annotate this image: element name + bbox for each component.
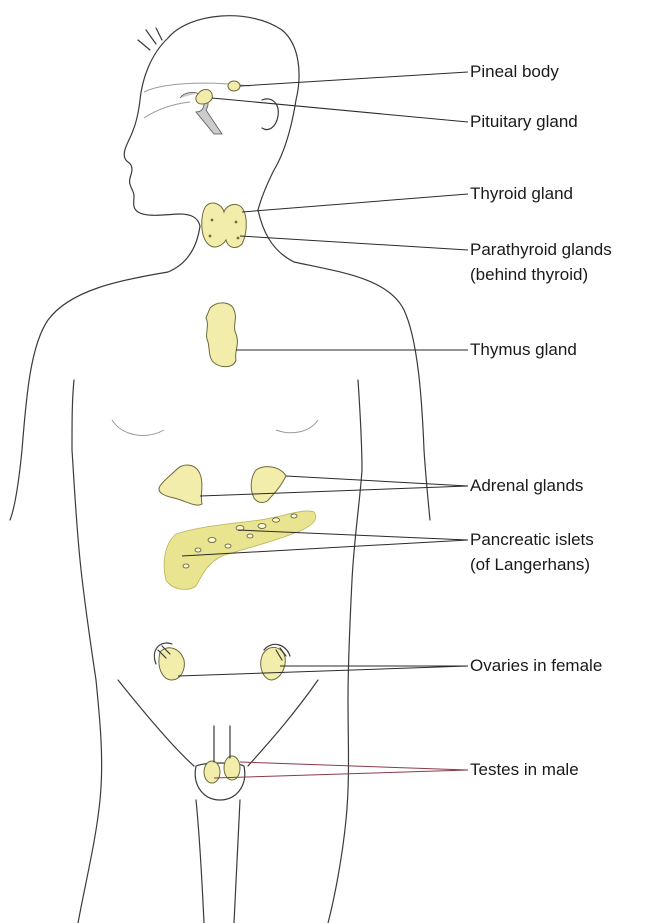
- pineal-body: [228, 81, 240, 91]
- pelvic-line-right: [248, 680, 318, 766]
- right-inner-arm: [358, 380, 362, 470]
- label-thymus-gland: Thymus gland: [470, 339, 577, 361]
- parathyroid-dot: [209, 235, 212, 238]
- left-torso: [72, 450, 102, 923]
- testes-leader-bottom: [214, 770, 468, 778]
- leg-inner-right: [234, 800, 240, 923]
- label-pineal-body: Pineal body: [470, 61, 559, 83]
- parathyroid-dot: [211, 219, 214, 222]
- left-inner-arm: [72, 380, 74, 450]
- label-thyroid-gland: Thyroid gland: [470, 183, 573, 205]
- chest-contour-right: [276, 420, 318, 433]
- leg-inner-left: [196, 800, 204, 923]
- label-parathyroid-glands: Parathyroid glands: [470, 239, 612, 261]
- adrenal-leader-right: [286, 476, 468, 486]
- adrenal-gland-left: [159, 465, 202, 505]
- left-shoulder-arm: [10, 272, 168, 520]
- parathyroid-dot: [235, 221, 238, 224]
- neck-right: [258, 210, 294, 262]
- pancreatic-islet: [273, 518, 280, 522]
- pancreatic-islet: [195, 548, 201, 552]
- thyroid-gland: [202, 203, 247, 247]
- pancreatic-islet: [247, 534, 253, 538]
- pancreatic-islet: [183, 564, 189, 568]
- hair-strands: [138, 28, 162, 50]
- neck-left: [168, 226, 200, 272]
- pancreatic-islet: [291, 514, 297, 518]
- testes-leader-top: [240, 762, 468, 770]
- label-adrenal-glands: Adrenal glands: [470, 475, 583, 497]
- label-testes: Testes in male: [470, 759, 579, 781]
- label-ovaries: Ovaries in female: [470, 655, 602, 677]
- parathyroid-dot: [237, 237, 240, 240]
- right-torso: [328, 470, 362, 923]
- pelvic-line-left: [118, 680, 194, 766]
- pancreatic-islet: [208, 538, 216, 543]
- label-langerhans-note: (of Langerhans): [470, 554, 590, 576]
- label-pancreatic-islets: Pancreatic islets: [470, 529, 594, 551]
- testis-right: [224, 756, 240, 780]
- ovary-leader-left: [178, 666, 468, 676]
- ovary-left: [159, 648, 184, 680]
- label-parathyroid-note: (behind thyroid): [470, 264, 588, 286]
- right-shoulder-arm: [294, 262, 430, 520]
- pancreatic-islet: [258, 524, 266, 529]
- pineal-leader: [240, 72, 468, 86]
- spermatic-cord: [214, 726, 230, 762]
- nasal-line: [144, 102, 190, 118]
- label-pituitary-gland: Pituitary gland: [470, 111, 578, 133]
- pituitary-leader: [212, 98, 468, 122]
- pancreatic-islet: [225, 544, 231, 548]
- ovary-right: [261, 647, 286, 680]
- thyroid-leader: [242, 194, 468, 212]
- thymus-gland: [206, 303, 237, 367]
- chest-contour-left: [112, 420, 164, 435]
- adrenal-gland-right: [251, 467, 286, 503]
- pituitary-gland: [196, 90, 212, 105]
- parathyroid-leader: [240, 236, 468, 250]
- testis-left: [204, 761, 220, 783]
